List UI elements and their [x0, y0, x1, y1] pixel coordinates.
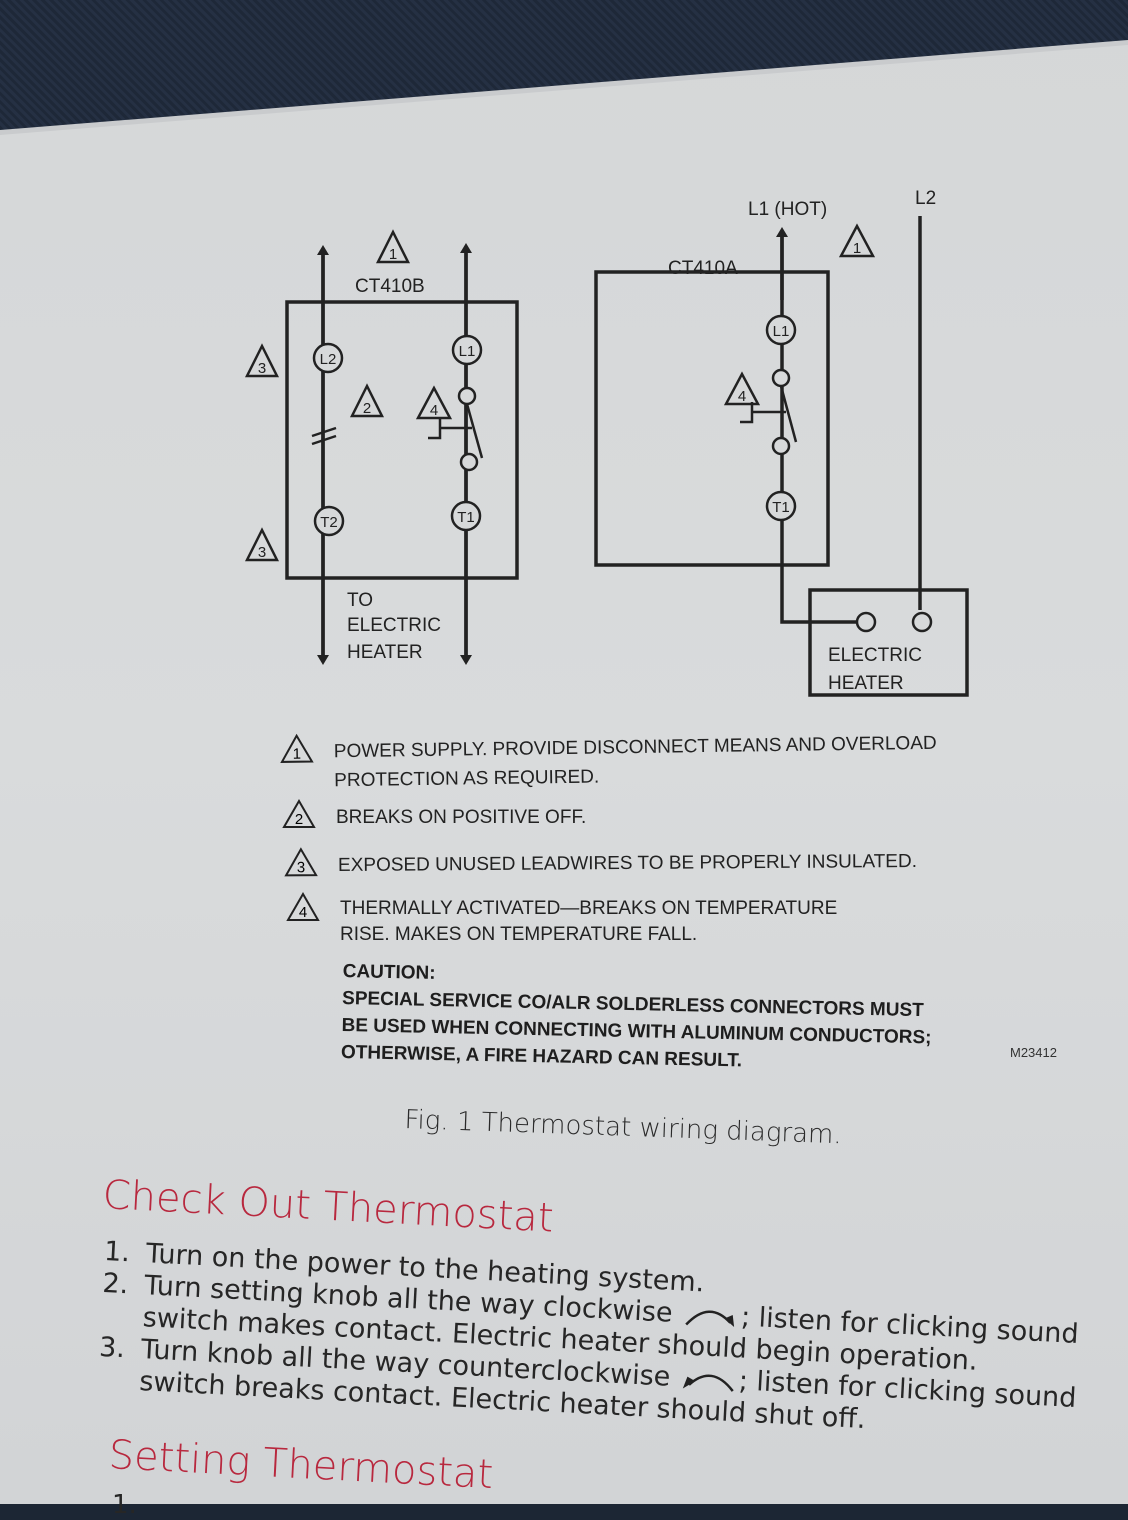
caution-block: CAUTION: SPECIAL SERVICE CO/ALR SOLDERLE… — [340, 960, 932, 1072]
note-2: 2 BREAKS ON POSITIVE OFF. — [282, 799, 586, 832]
note-1: 1 POWER SUPPLY. PROVIDE DISCONNECT MEANS… — [280, 729, 938, 795]
setting-step-number: 1. — [112, 1490, 137, 1520]
svg-text:HEATER: HEATER — [347, 642, 423, 663]
warning-triangle-icon — [349, 383, 385, 418]
svg-text:4: 4 — [430, 402, 438, 419]
note-4: 4 THERMALLY ACTIVATED—BREAKS ON TEMPERAT… — [286, 892, 837, 948]
svg-text:T2: T2 — [320, 514, 338, 531]
svg-text:2: 2 — [295, 811, 303, 828]
warning-triangle-icon: 4 — [286, 892, 320, 921]
l1-hot-label: L1 (HOT) — [748, 199, 827, 220]
ct410a-line-wire — [780, 232, 860, 624]
step-2: 2.Turn setting knob all the way clockwis… — [101, 1267, 1080, 1377]
l2-label: L2 — [915, 188, 936, 209]
thermal-element-icon — [428, 418, 472, 440]
svg-text:L2: L2 — [320, 351, 337, 368]
step-3: 3.Turn knob all the way counterclockwise… — [98, 1331, 1078, 1436]
svg-text:4: 4 — [738, 388, 746, 405]
ct410a-label: CT410A — [668, 258, 738, 279]
ct410b-box — [285, 300, 519, 580]
check-out-steps: 1.Turn on the power to the heating syste… — [97, 1236, 1083, 1447]
svg-text:HEATER: HEATER — [828, 673, 904, 694]
warning-triangle-icon — [375, 229, 411, 264]
figure-code: M23412 — [1010, 1045, 1057, 1060]
counterclockwise-arrow-icon — [682, 1374, 734, 1392]
svg-text:T1: T1 — [457, 509, 475, 526]
warning-triangle-icon: 3 — [284, 847, 318, 877]
terminal-t1-right — [765, 490, 797, 522]
clockwise-arrow-icon — [685, 1309, 735, 1327]
svg-text:4: 4 — [299, 904, 307, 921]
svg-text:TO: TO — [347, 590, 373, 611]
warning-triangle-icon — [244, 527, 280, 562]
svg-text:1: 1 — [389, 246, 397, 263]
ct410a-box — [594, 270, 830, 567]
terminal-l1-right — [765, 314, 797, 346]
terminal-l1 — [451, 334, 483, 366]
terminal-t2 — [313, 505, 345, 537]
terminal-t1 — [450, 500, 482, 532]
svg-text:1: 1 — [853, 240, 861, 257]
svg-text:ELECTRIC: ELECTRIC — [828, 645, 922, 666]
svg-text:L1: L1 — [773, 323, 790, 340]
svg-text:3: 3 — [258, 544, 266, 561]
svg-text:L1: L1 — [459, 343, 476, 360]
warning-triangle-icon — [415, 385, 453, 420]
warning-triangle-icon — [838, 223, 876, 258]
heater-box — [808, 588, 969, 697]
svg-text:3: 3 — [297, 859, 305, 876]
switch-contact — [465, 403, 484, 459]
note-3: 3 EXPOSED UNUSED LEADWIRES TO BE PROPERL… — [284, 847, 917, 880]
svg-text:1: 1 — [293, 746, 302, 763]
terminal-l2 — [312, 342, 344, 374]
ct410b-label: CT410B — [355, 276, 425, 297]
svg-text:T1: T1 — [772, 499, 790, 516]
warning-triangle-icon — [244, 343, 280, 378]
svg-text:ELECTRIC: ELECTRIC — [347, 615, 441, 636]
svg-text:3: 3 — [258, 360, 266, 377]
warning-triangle-icon: 1 — [280, 733, 314, 763]
svg-text:2: 2 — [363, 400, 371, 417]
warning-triangle-icon — [723, 371, 761, 406]
switch-contact-right — [779, 385, 798, 443]
warning-triangle-icon: 2 — [282, 799, 316, 828]
